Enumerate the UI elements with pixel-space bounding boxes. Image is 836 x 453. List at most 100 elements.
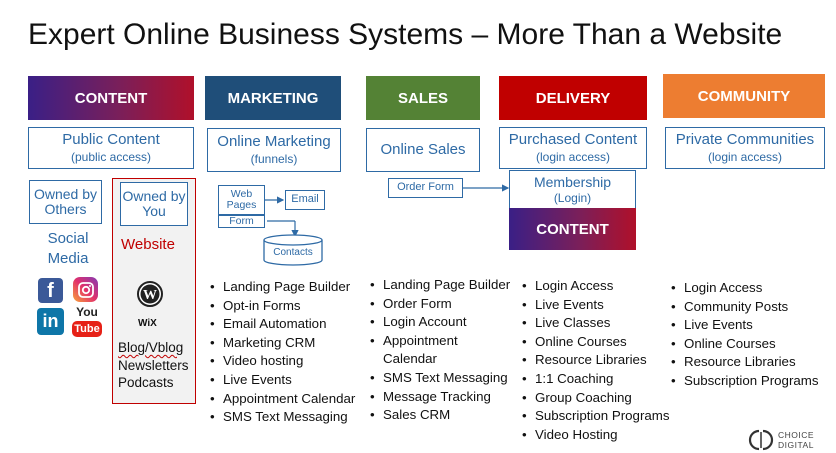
list-item: Live Events bbox=[210, 371, 355, 390]
header-community: COMMUNITY bbox=[663, 74, 825, 118]
header-marketing-label: MARKETING bbox=[227, 89, 319, 107]
community-features-list: Login AccessCommunity PostsLive EventsOn… bbox=[671, 279, 819, 391]
website-label: Website bbox=[121, 236, 175, 253]
order-form-label: Order Form bbox=[397, 181, 454, 194]
youtube-bottom-text: Tube bbox=[72, 321, 102, 337]
purchased-content-title: Purchased Content bbox=[508, 131, 638, 149]
web-pages-box: Web Pages bbox=[218, 185, 265, 215]
membership-title: Membership bbox=[533, 174, 612, 191]
header-delivery: DELIVERY bbox=[499, 76, 647, 120]
wordpress-icon: W bbox=[137, 281, 163, 307]
form-label: Form bbox=[229, 215, 254, 227]
delivery-content-label: CONTENT bbox=[536, 220, 609, 238]
website-item: Newsletters bbox=[118, 357, 189, 373]
private-communities-title: Private Communities bbox=[675, 131, 815, 149]
private-communities-sub: (login access) bbox=[707, 149, 783, 164]
header-marketing: MARKETING bbox=[205, 76, 341, 120]
list-item: Community Posts bbox=[671, 298, 819, 317]
list-item: SMS Text Messaging bbox=[210, 408, 355, 427]
owned-by-you-label: Owned by You bbox=[122, 188, 186, 219]
list-item: SMS Text Messaging bbox=[370, 369, 510, 388]
delivery-features-list: Login AccessLive EventsLive ClassesOnlin… bbox=[522, 277, 670, 444]
header-content-label: CONTENT bbox=[74, 89, 148, 107]
list-item: Subscription Programs bbox=[522, 407, 670, 426]
header-content: CONTENT bbox=[28, 76, 194, 120]
owned-by-others-label: Owned by Others bbox=[33, 186, 98, 217]
list-item: Login Access bbox=[671, 279, 819, 298]
linkedin-text: in bbox=[42, 311, 59, 331]
list-item: Online Courses bbox=[522, 333, 670, 352]
online-sales-box: Online Sales bbox=[366, 128, 480, 172]
choice-digital-logo-mark bbox=[748, 429, 774, 451]
list-item: 1:1 Coaching bbox=[522, 370, 670, 389]
list-item: Subscription Programs bbox=[671, 372, 819, 391]
instagram-glyph bbox=[77, 281, 94, 298]
youtube-top-text: You bbox=[76, 305, 98, 319]
youtube-icon: You Tube bbox=[72, 306, 102, 338]
list-item: Landing Page Builder bbox=[370, 276, 510, 295]
list-item: Video Hosting bbox=[522, 426, 670, 445]
list-item: Appointment Calendar bbox=[370, 332, 468, 369]
purchased-content-box: Purchased Content (login access) bbox=[499, 127, 647, 169]
logo-line1: CHOICE bbox=[778, 430, 815, 440]
choice-digital-logo: CHOICE DIGITAL bbox=[748, 429, 830, 451]
header-sales-label: SALES bbox=[397, 89, 448, 107]
delivery-content-header: CONTENT bbox=[509, 208, 636, 250]
list-item: Group Coaching bbox=[522, 389, 670, 408]
linkedin-icon: in bbox=[37, 308, 64, 335]
form-box: Form bbox=[218, 215, 265, 228]
svg-text:W: W bbox=[143, 288, 157, 303]
list-item: Online Courses bbox=[671, 335, 819, 354]
list-item: Order Form bbox=[370, 295, 510, 314]
online-marketing-box: Online Marketing (funnels) bbox=[207, 128, 341, 172]
marketing-features-list: Landing Page BuilderOpt-in FormsEmail Au… bbox=[210, 278, 355, 427]
membership-sub: (Login) bbox=[553, 191, 592, 206]
contacts-label: Contacts bbox=[273, 247, 313, 258]
sales-flow-arrow bbox=[463, 184, 510, 192]
list-item: Landing Page Builder bbox=[210, 278, 355, 297]
owned-by-others-box: Owned by Others bbox=[29, 180, 102, 224]
list-item: Resource Libraries bbox=[671, 353, 819, 372]
online-marketing-sub: (funnels) bbox=[250, 151, 298, 166]
header-sales: SALES bbox=[366, 76, 480, 120]
membership-box: Membership (Login) bbox=[509, 170, 636, 210]
public-content-sub: (public access) bbox=[70, 149, 152, 164]
list-item: Live Events bbox=[522, 296, 670, 315]
list-item: Resource Libraries bbox=[522, 351, 670, 370]
website-items: Blog/Vblog Newsletters Podcasts bbox=[118, 339, 189, 392]
list-item: Marketing CRM bbox=[210, 334, 355, 353]
list-item: Live Classes bbox=[522, 314, 670, 333]
list-item: Message Tracking bbox=[370, 388, 510, 407]
list-item: Opt-in Forms bbox=[210, 297, 355, 316]
sales-features-list: Landing Page BuilderOrder FormLogin Acco… bbox=[370, 276, 510, 425]
page-title: Expert Online Business Systems – More Th… bbox=[28, 18, 783, 51]
header-delivery-label: DELIVERY bbox=[535, 89, 611, 107]
website-item: Blog/Vblog bbox=[118, 340, 184, 355]
header-community-label: COMMUNITY bbox=[697, 87, 791, 105]
logo-line2: DIGITAL bbox=[778, 440, 814, 450]
list-item: Login Access bbox=[522, 277, 670, 296]
website-item: Podcasts bbox=[118, 375, 174, 390]
email-box: Email bbox=[285, 190, 325, 210]
instagram-icon bbox=[73, 277, 98, 302]
owned-by-you-box: Owned by You bbox=[120, 182, 188, 226]
online-sales-title: Online Sales bbox=[380, 141, 466, 159]
email-label: Email bbox=[291, 193, 319, 206]
list-item: Sales CRM bbox=[370, 406, 510, 425]
list-item: Appointment Calendar bbox=[210, 390, 355, 409]
public-content-box: Public Content (public access) bbox=[28, 127, 194, 169]
contacts-database: Contacts bbox=[263, 234, 323, 266]
list-item: Video hosting bbox=[210, 352, 355, 371]
public-content-title: Public Content bbox=[62, 131, 160, 149]
social-media-label: Social Media bbox=[47, 230, 89, 267]
purchased-content-sub: (login access) bbox=[535, 149, 611, 164]
order-form-box: Order Form bbox=[388, 178, 463, 198]
list-item: Email Automation bbox=[210, 315, 355, 334]
list-item: Login Account bbox=[370, 313, 510, 332]
facebook-icon: f bbox=[38, 278, 63, 303]
private-communities-box: Private Communities (login access) bbox=[665, 127, 825, 169]
marketing-flow-arrows bbox=[259, 196, 299, 238]
online-marketing-title: Online Marketing bbox=[217, 133, 331, 151]
wix-icon: WiX bbox=[138, 318, 157, 329]
list-item: Live Events bbox=[671, 316, 819, 335]
